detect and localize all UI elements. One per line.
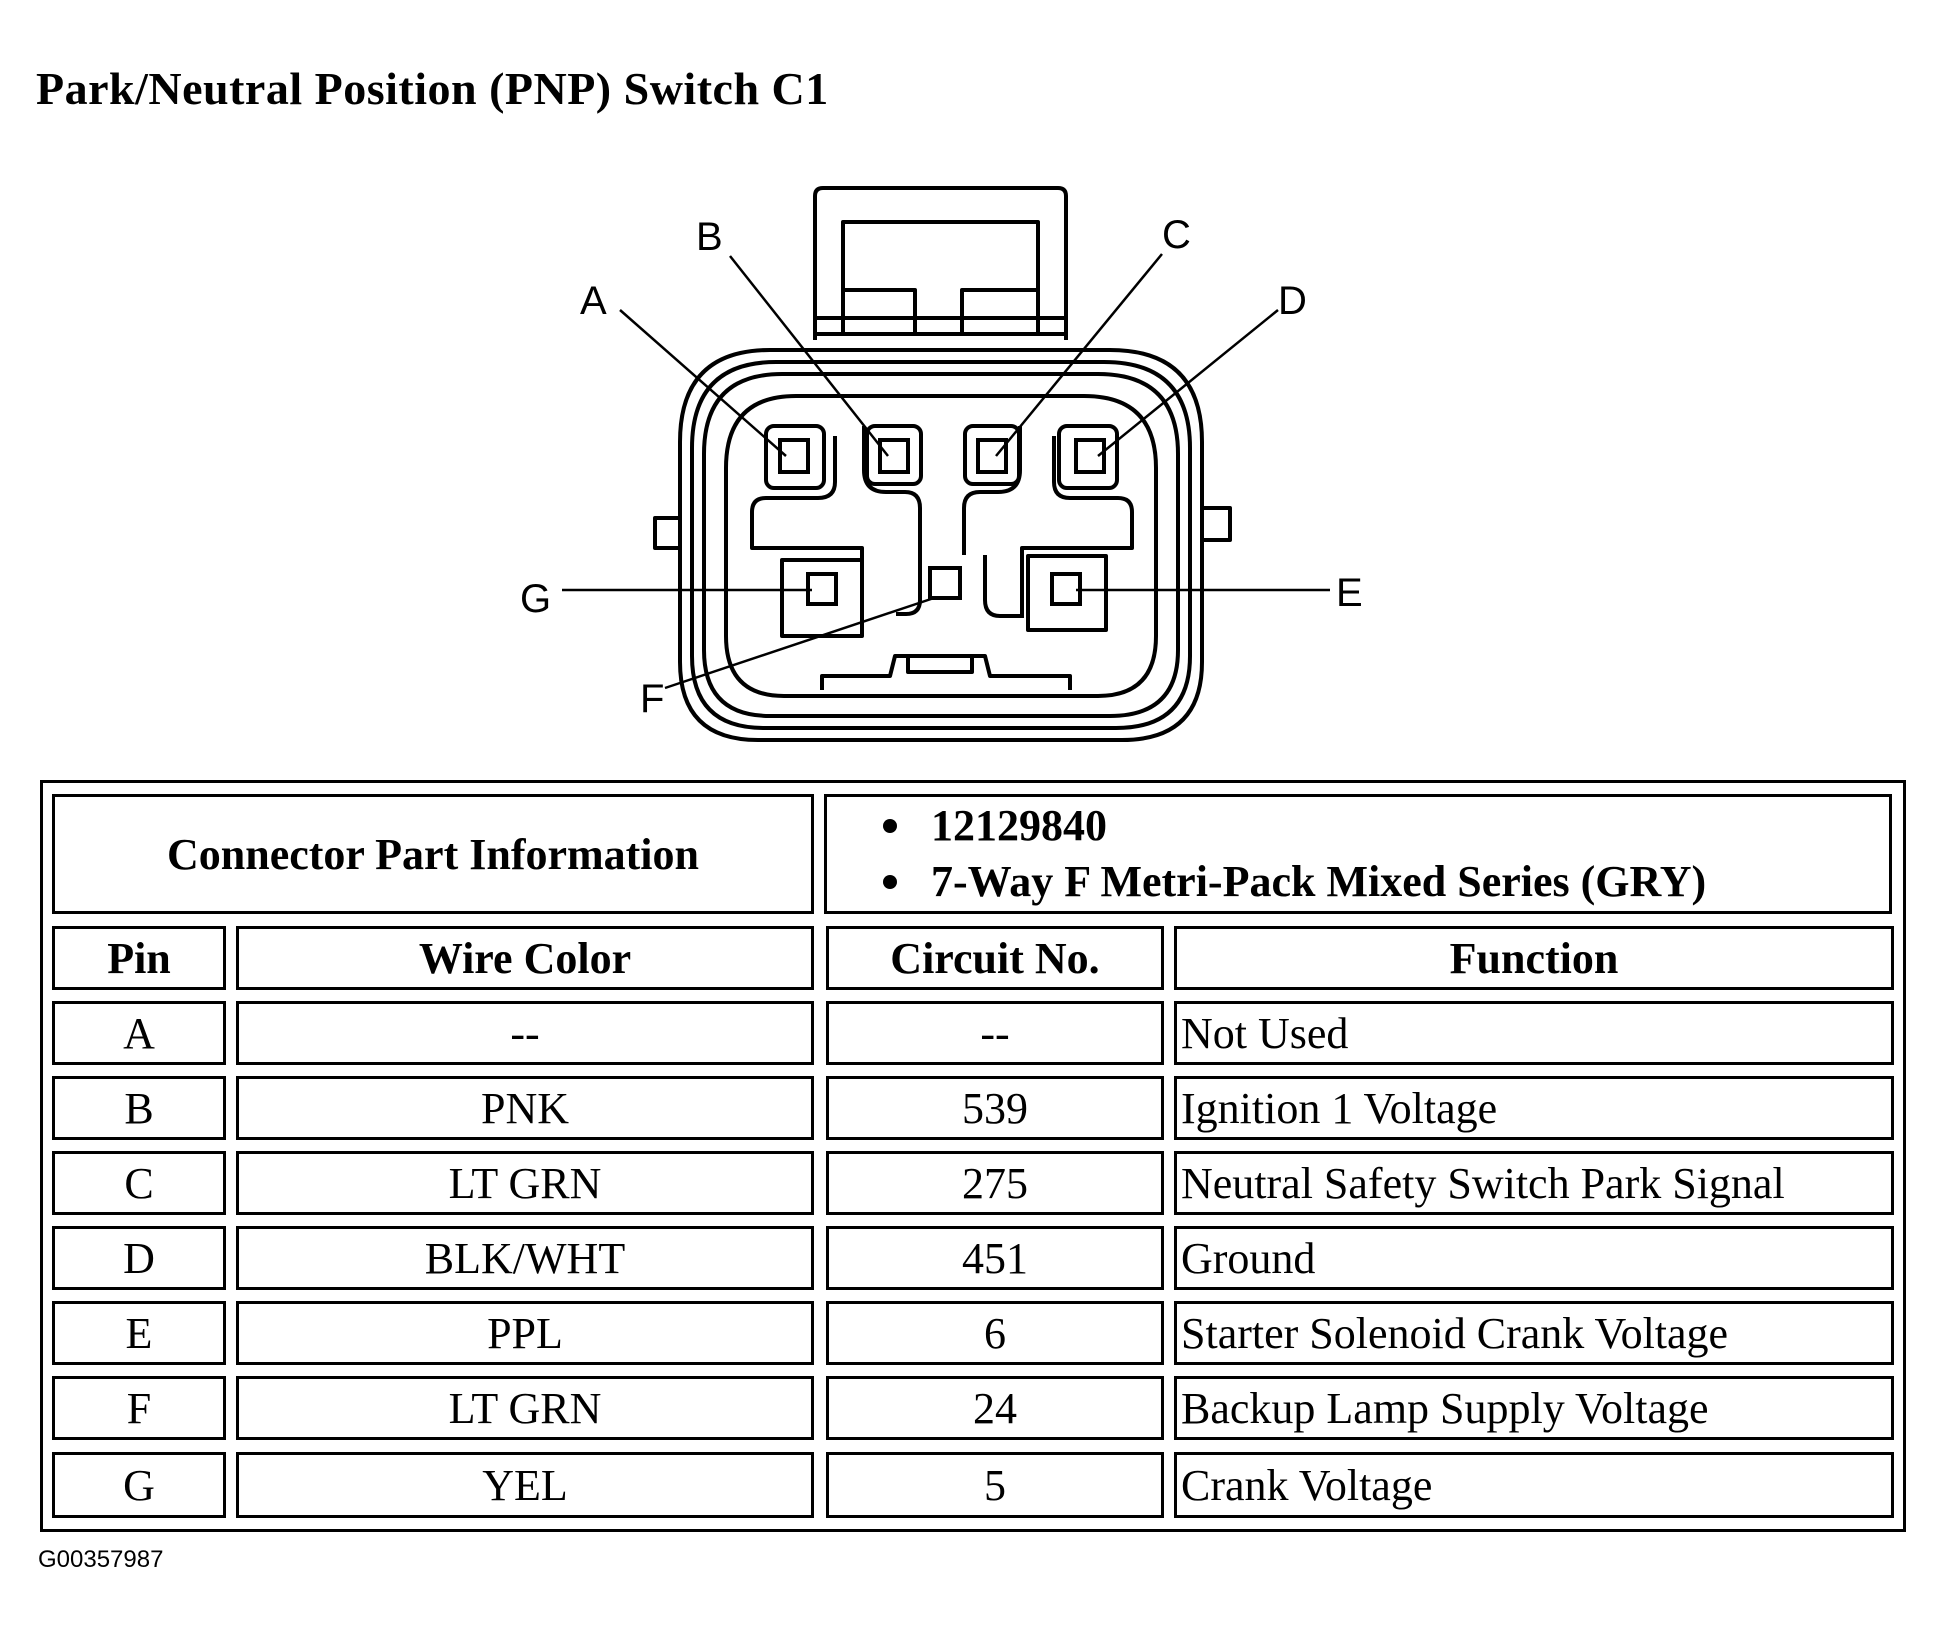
pin-g-terminal <box>806 572 838 606</box>
header-pin: Pin <box>52 926 226 990</box>
table-cell-function: Neutral Safety Switch Park Signal <box>1174 1151 1894 1215</box>
table-cell-wire-color: -- <box>236 1001 814 1065</box>
table-cell-pin: F <box>52 1376 226 1440</box>
connector-table <box>40 780 1906 1532</box>
table-cell-circuit: -- <box>826 1001 1164 1065</box>
table-cell-wire-color: LT GRN <box>236 1151 814 1215</box>
table-cell-pin: G <box>52 1452 226 1518</box>
table-cell-pin: A <box>52 1001 226 1065</box>
table-cell-wire-color: LT GRN <box>236 1376 814 1440</box>
bullet-icon <box>883 875 897 889</box>
connector-description: 7-Way F Metri-Pack Mixed Series (GRY) <box>883 854 1706 910</box>
header-function: Function <box>1174 926 1894 990</box>
table-cell-circuit: 6 <box>826 1301 1164 1365</box>
table-cell-wire-color: YEL <box>236 1452 814 1518</box>
connector-diagram: A B C D E F G <box>520 186 1363 742</box>
table-cell-pin: D <box>52 1226 226 1290</box>
connector-part-number: 12129840 <box>883 798 1107 854</box>
pin-label-f: F <box>640 677 664 721</box>
table-cell-wire-color: PNK <box>236 1076 814 1140</box>
table-cell-circuit: 451 <box>826 1226 1164 1290</box>
figure-id: G00357987 <box>38 1546 164 1573</box>
pin-d-terminal <box>1074 438 1106 474</box>
table-cell-function: Not Used <box>1174 1001 1894 1065</box>
page-title: Park/Neutral Position (PNP) Switch C1 <box>36 63 829 114</box>
table-cell-function: Backup Lamp Supply Voltage <box>1174 1376 1894 1440</box>
table-cell-circuit: 5 <box>826 1452 1164 1518</box>
header-circuit-no: Circuit No. <box>826 926 1164 990</box>
pin-f-terminal <box>928 566 962 600</box>
pin-a-terminal <box>778 438 810 474</box>
table-cell-pin: E <box>52 1301 226 1365</box>
pin-label-g: G <box>520 577 551 621</box>
table-cell-wire-color: BLK/WHT <box>236 1226 814 1290</box>
table-cell-circuit: 539 <box>826 1076 1164 1140</box>
header-wire-color: Wire Color <box>236 926 814 990</box>
pin-label-c: C <box>1162 213 1191 257</box>
pin-c-terminal <box>976 438 1008 474</box>
table-cell-function: Ground <box>1174 1226 1894 1290</box>
pin-e-terminal <box>1050 572 1082 606</box>
connector-info-label: Connector Part Information <box>52 794 814 914</box>
table-cell-function: Ignition 1 Voltage <box>1174 1076 1894 1140</box>
bullet-icon <box>883 819 897 833</box>
table-cell-wire-color: PPL <box>236 1301 814 1365</box>
table-cell-circuit: 275 <box>826 1151 1164 1215</box>
table-cell-function: Crank Voltage <box>1174 1452 1894 1518</box>
pin-label-a: A <box>580 279 607 323</box>
connector-info-list: 12129840 7-Way F Metri-Pack Mixed Series… <box>824 794 1892 914</box>
pin-label-b: B <box>696 215 723 259</box>
table-cell-pin: C <box>52 1151 226 1215</box>
table-cell-function: Starter Solenoid Crank Voltage <box>1174 1301 1894 1365</box>
pin-label-e: E <box>1336 571 1363 615</box>
table-cell-circuit: 24 <box>826 1376 1164 1440</box>
pin-label-d: D <box>1278 279 1307 323</box>
pin-b-terminal <box>878 438 910 474</box>
table-cell-pin: B <box>52 1076 226 1140</box>
